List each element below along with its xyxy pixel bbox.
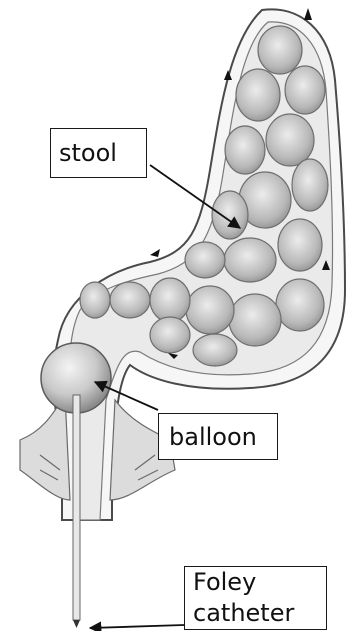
balloon-label-text: balloon: [169, 423, 257, 451]
stool-label: stool: [50, 128, 147, 178]
balloon-label: balloon: [158, 413, 278, 460]
foley-label-line2: catheter: [193, 598, 326, 629]
foley-catheter-label: Foley catheter: [184, 566, 327, 630]
catheter-tube: [73, 395, 80, 620]
catheter-tip: [73, 620, 80, 628]
foley-pointer: [90, 625, 184, 628]
stool-label-text: stool: [59, 139, 117, 167]
foley-label-line1: Foley: [193, 567, 326, 598]
